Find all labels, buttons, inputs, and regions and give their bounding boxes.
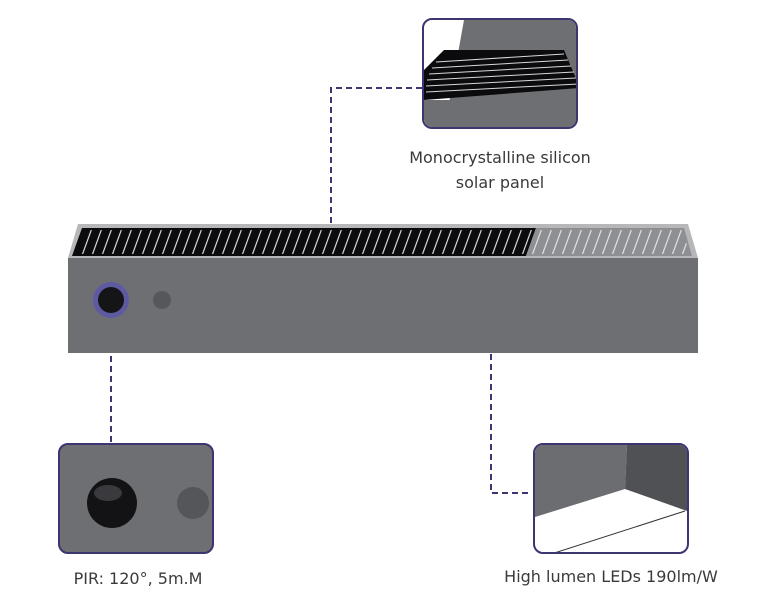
light-sensor-icon	[153, 291, 171, 309]
device-front-face	[68, 258, 698, 353]
solar-panel-inset	[422, 18, 578, 129]
solar-panel-label-line1: Monocrystalline silicon	[409, 148, 591, 167]
solar-connector-line	[330, 87, 422, 228]
pir-sensor-inset	[58, 443, 214, 554]
led-inset	[533, 443, 689, 554]
led-connector-line	[490, 354, 532, 494]
solar-panel-stripes	[74, 230, 690, 254]
led-closeup	[535, 445, 687, 552]
solar-panel-label-line2: solar panel	[455, 173, 545, 192]
pir-sensor-label: PIR: 120°, 5m.M	[73, 569, 203, 588]
solar-panel-label: Monocrystalline silicon solar panel	[380, 145, 620, 195]
led-label: High lumen LEDs 190lm/W	[504, 567, 718, 586]
solar-panel-closeup	[424, 20, 576, 127]
pir-sensor-icon	[98, 287, 124, 313]
pir-sensor-closeup	[87, 478, 209, 528]
